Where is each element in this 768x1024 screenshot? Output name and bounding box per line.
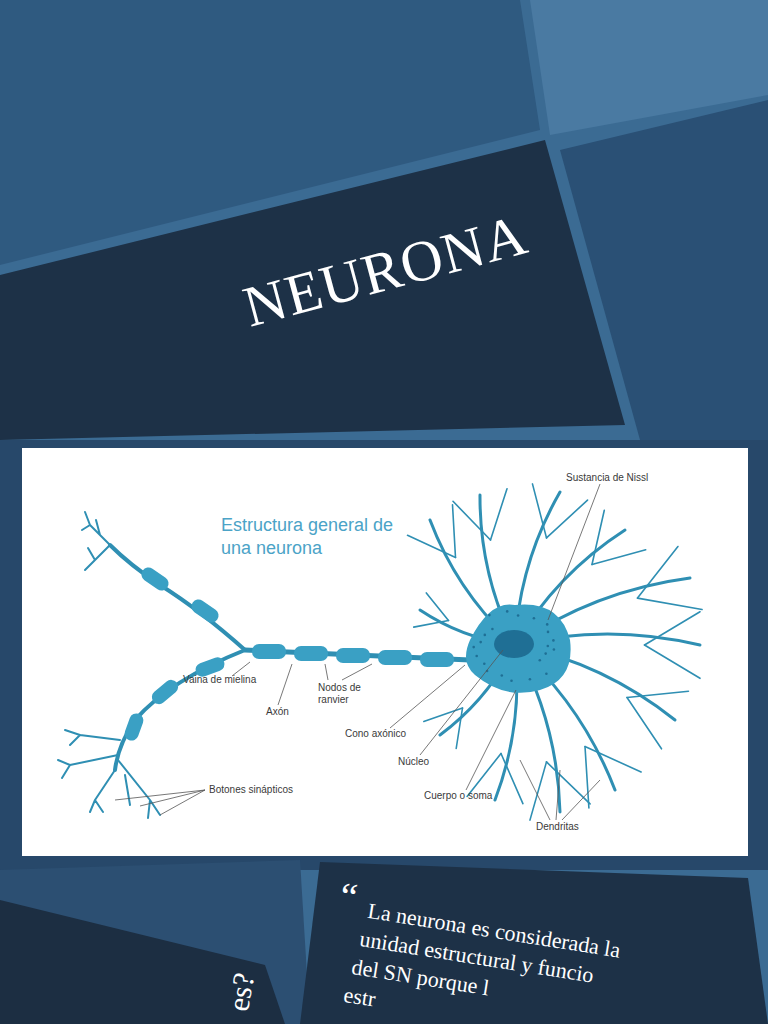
cell-body xyxy=(466,604,571,692)
dendrites xyxy=(408,484,703,820)
part-label: Vaina de mielina xyxy=(183,674,256,686)
axon xyxy=(58,512,470,818)
image-panel xyxy=(22,448,748,856)
section-heading: es? xyxy=(221,970,261,1014)
part-label: Núcleo xyxy=(398,756,429,768)
part-label: Cuerpo o soma xyxy=(424,790,492,802)
part-label: Cono axónico xyxy=(345,728,406,740)
diagram-heading: Estructura general de una neurona xyxy=(221,514,406,559)
part-label: Botones sinápticos xyxy=(209,784,293,796)
part-label: Sustancia de Nissl xyxy=(566,472,648,484)
quote-text: estr xyxy=(342,982,377,1013)
part-label: Axón xyxy=(266,706,289,718)
part-label: Dendritas xyxy=(536,821,579,833)
part-label: Nodos de ranvier xyxy=(318,682,370,705)
